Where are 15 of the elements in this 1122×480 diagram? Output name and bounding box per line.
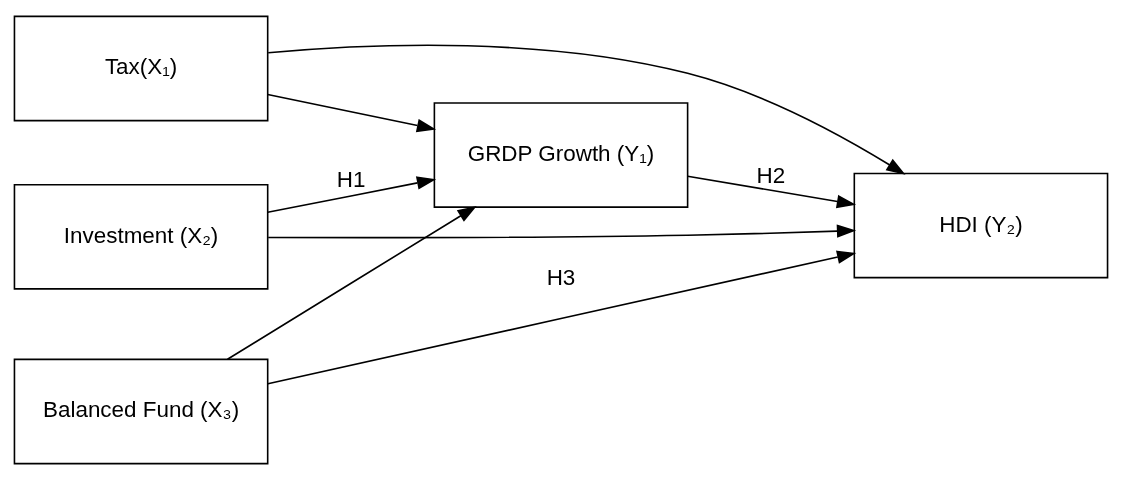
arrow <box>267 224 857 239</box>
edge-label: H2 <box>756 162 786 188</box>
node-box: GRDP Growth (Y₁) <box>433 102 689 208</box>
arrow <box>226 205 477 361</box>
arrow <box>267 250 857 385</box>
node-box: Balanced Fund (X₃) <box>13 358 269 465</box>
node-box: Investment (X₂) <box>13 183 269 290</box>
arrow <box>686 175 857 209</box>
node-box: HDI (Y₂) <box>853 172 1109 279</box>
arrow <box>266 176 437 214</box>
arrow <box>267 44 906 175</box>
arrow <box>266 93 437 133</box>
edge-label: H1 <box>336 167 366 193</box>
edge-label: H3 <box>546 265 576 291</box>
node-box: Tax(X₁) <box>13 15 269 122</box>
